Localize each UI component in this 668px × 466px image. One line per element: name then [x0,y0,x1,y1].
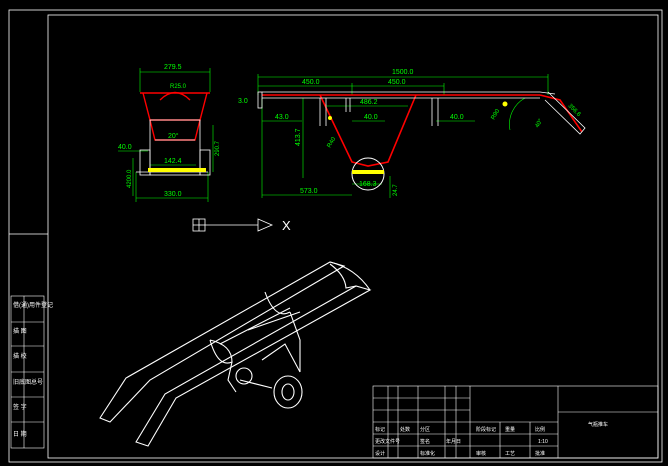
left-registration-panel [10,295,45,449]
left-panel-row-5: 签 字 [13,403,27,411]
sv-dim-inner-span: 486.2 [360,99,378,106]
sv-dim-tube-height: 3.0 [238,98,248,105]
tb-cell-weight: 重量 [505,426,515,433]
fv-dim-left-offset: 40.0 [118,144,132,151]
side-view-dimension-lines [257,74,549,198]
sv-dim-wheel-dia: 168.3 [359,181,377,188]
fv-dim-top-width: 279.5 [164,64,182,71]
sv-dim-right-offset: 40.0 [450,114,464,121]
side-view-joint [328,116,332,120]
tb-cell-mark: 标记 [375,426,385,433]
sv-dim-handle-length: 356.6 [567,103,582,118]
left-panel-row-3: 描 校 [13,352,27,360]
tb-cell-doc: 更改文件号 [375,438,400,445]
sv-dim-wheel-height: 24.7 [393,184,399,196]
tb-cell-sign: 签名 [420,438,430,445]
sv-dim-left-offset: 43.0 [275,114,289,121]
tb-cell-review: 审核 [476,450,486,457]
tb-cell-std: 标准化 [420,450,435,457]
axis-label-x: X [282,218,291,233]
sv-dim-handle-radius: R90 [491,108,502,121]
left-panel-row-4: 旧底图总号 [13,378,43,386]
sv-dim-total-length: 1500.0 [392,69,414,76]
fv-dim-center-span: 142.4 [164,158,182,165]
sv-dim-second-segment: 450.0 [388,79,406,86]
sheet-frame [8,9,663,463]
tb-cell-scale-value: 1:10 [538,439,548,445]
fv-dim-angle: 20° [168,132,179,140]
side-view: 1500.0 450.0 450.0 486.2 3.0 43.0 40.0 4… [238,69,586,198]
fv-dim-bottom-width: 330.0 [164,191,182,198]
tb-cell-scale: 比例 [535,426,545,433]
side-view-outline [257,91,586,135]
sv-dim-base-length: 573.0 [300,188,318,195]
side-view-pivot [502,101,508,107]
front-view-axle [148,168,206,172]
fv-dim-height-left: 4200.0 [127,169,133,188]
front-view-dimension-lines [118,68,214,202]
sv-dim-inner-offset: 40.0 [364,114,378,121]
isometric-view [99,261,372,447]
sv-dim-handle-angle: 40° [535,118,545,129]
left-panel-row-6: 日 期 [13,430,27,438]
fv-dim-radius: R25.0 [170,84,187,90]
side-view-axle [352,170,384,174]
tb-cell-approve: 批准 [535,450,545,457]
title-block-name: 气瓶推车 [588,421,608,428]
axis-indicator [192,218,274,232]
sv-dim-vertical-height: 413.7 [295,128,302,146]
tb-cell-process: 工艺 [505,451,515,457]
tb-cell-stage: 阶段标记 [476,426,496,433]
tb-cell-zone: 分区 [420,426,430,433]
front-view-body [136,119,211,176]
left-panel-row-1: 借(通)用件登记 [13,301,53,309]
title-block [372,385,659,459]
side-view-frame [262,94,583,167]
fv-dim-height-right: 290.7 [215,140,221,156]
sv-dim-first-segment: 450.0 [302,79,320,86]
front-view: 279.5 R25.0 20° 40.0 142.4 290.7 4200.0 … [118,64,221,202]
left-panel-row-2: 描 图 [13,327,27,335]
sv-dim-diagonal: R40 [327,136,338,149]
tb-cell-date: 年月日 [446,438,461,445]
tb-cell-count: 处数 [400,426,410,433]
tb-cell-design: 设计 [375,450,385,457]
